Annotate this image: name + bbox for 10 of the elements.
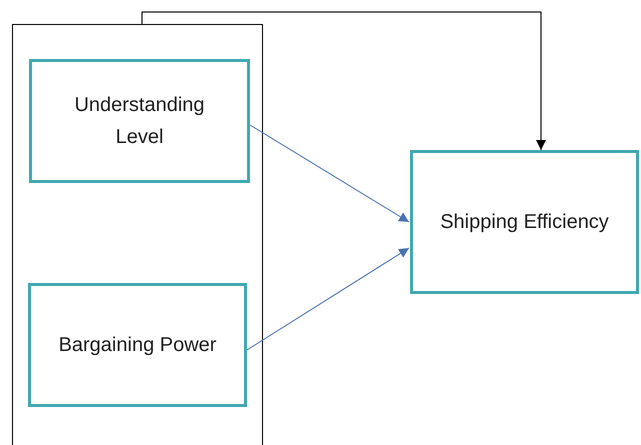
arrow [246, 248, 410, 350]
box-label: Bargaining Power [58, 333, 216, 358]
concept-box [410, 150, 639, 294]
box-label: Understanding Level [73, 93, 206, 150]
arrow [250, 124, 410, 222]
concept-box [28, 283, 247, 407]
box-label: Shipping Efficiency [440, 210, 609, 235]
container-box [12, 24, 263, 445]
concept-box [29, 59, 250, 183]
arrow [142, 12, 546, 150]
